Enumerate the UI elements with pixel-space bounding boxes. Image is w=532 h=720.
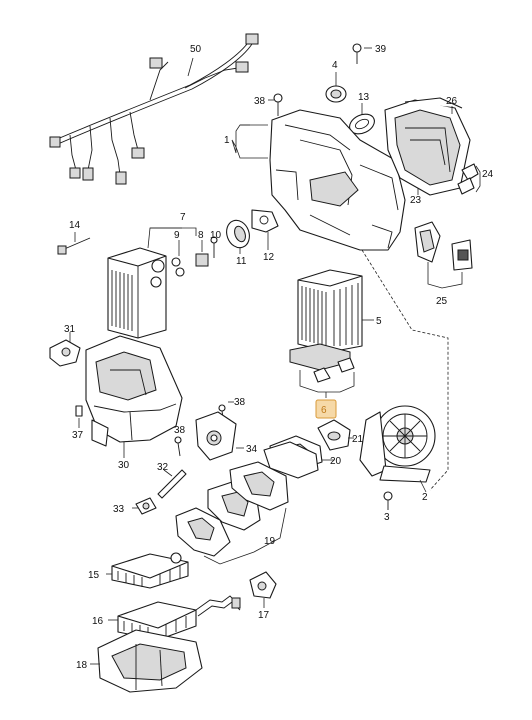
callout-14: 14 [69,220,81,231]
screw-38-low [174,436,182,457]
connector-icon [131,147,145,159]
connector-icon [245,33,259,45]
callout-9: 9 [174,230,180,241]
servo-34 [195,411,244,461]
clamp-9 [171,240,185,277]
connector-icon [149,57,163,69]
connector-icon [82,167,94,181]
screw-38-mid [218,401,234,425]
heater-core-7 [107,227,197,339]
callout-38-top: 38 [254,96,266,107]
callout-16: 16 [92,616,104,627]
callout-21: 21 [352,434,364,445]
gasket-13 [349,103,375,135]
duct-21 [317,419,354,451]
screw-37 [75,405,83,428]
callout-23: 23 [410,195,422,206]
screw-39 [352,43,372,64]
callout-2: 2 [422,492,428,503]
callout-5: 5 [376,316,382,327]
part-11 [226,219,250,254]
callout-50: 50 [190,44,202,55]
screw-38-top [268,93,283,116]
connector-icon [49,136,61,148]
callout-33: 33 [113,504,125,515]
part-17 [249,571,277,608]
connector-icon [235,61,249,73]
clips-6 [289,343,355,419]
clip-33 [132,497,157,515]
callout-18: 18 [76,660,88,671]
callout-3: 3 [384,512,390,523]
callout-12: 12 [263,252,275,263]
blower-motor-2 [359,405,436,493]
callout-6: 6 [321,405,327,416]
callout-13: 13 [358,92,370,103]
callout-4: 4 [332,60,338,71]
callout-38-mid: 38 [234,397,246,408]
callout-37: 37 [72,430,84,441]
part-15 [106,552,189,589]
rod-32 [157,469,187,499]
callout-labels: 50 39 4 13 38 26 1 24 23 7 14 9 8 10 11 … [64,44,494,671]
callout-34: 34 [246,444,258,455]
highlight-box [315,399,337,419]
actuator-31 [49,332,81,367]
callout-20: 20 [330,456,342,467]
connector-icon [69,167,81,179]
callout-8: 8 [198,230,204,241]
callout-32: 32 [157,462,169,473]
distribution-housing-30 [85,335,183,458]
callout-7: 7 [180,212,186,223]
part-8 [195,240,209,267]
screw-3 [383,491,393,510]
tray-18 [90,629,203,693]
part-12 [251,209,279,250]
callout-17: 17 [258,610,270,621]
wiring-harness [49,33,259,185]
callout-1: 1 [224,135,230,146]
sensor-14 [57,232,91,255]
callout-26: 26 [446,96,458,107]
gaskets-19 [175,441,319,565]
part-4 [325,72,347,103]
callout-11: 11 [236,256,247,267]
callout-10: 10 [210,230,222,241]
callout-31: 31 [64,324,76,335]
clips-24 [457,163,481,195]
callout-30: 30 [118,460,130,471]
callout-19: 19 [264,536,276,547]
screw-10 [210,236,218,258]
callout-24: 24 [482,169,494,180]
callout-15: 15 [88,570,100,581]
cabin-filter-5 [297,249,449,491]
main-housing-1 [231,109,406,251]
callout-25: 25 [436,296,448,307]
connector-icon [115,171,127,185]
callout-39: 39 [375,44,387,55]
flaps-25 [414,221,473,289]
callout-38-low: 38 [174,425,186,436]
frame-26-23 [384,97,471,196]
